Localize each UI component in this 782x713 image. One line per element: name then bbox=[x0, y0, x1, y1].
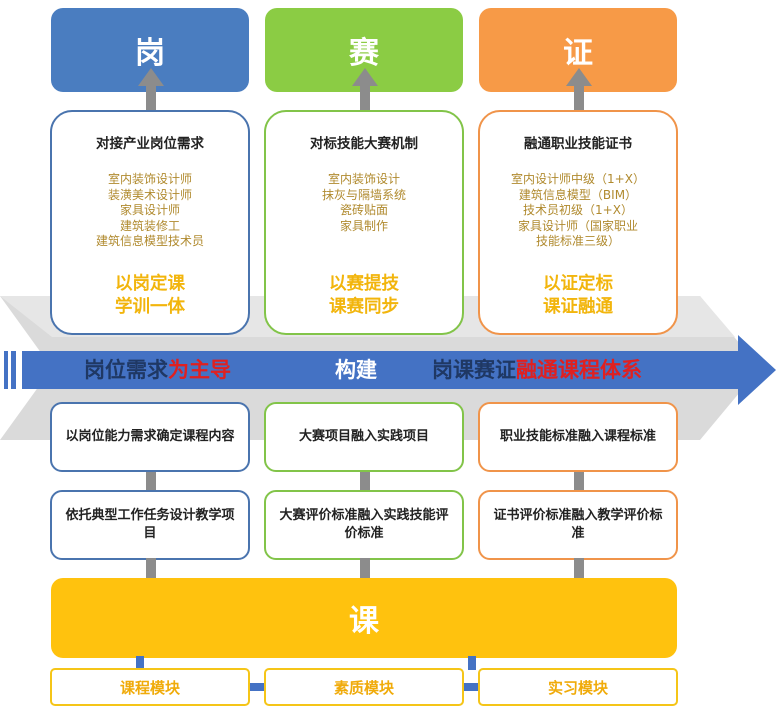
module-quality: 素质模块 bbox=[264, 668, 464, 706]
row1-box-gang: 以岗位能力需求确定课程内容 bbox=[50, 402, 250, 472]
card-item: 室内设计师中级（1+X） bbox=[511, 172, 645, 186]
row2-text: 依托典型工作任务设计教学项目 bbox=[65, 508, 235, 541]
arrow-up-icon bbox=[138, 68, 164, 114]
card-items: 室内设计师中级（1+X） 建筑信息模型（BIM） 技术员初级（1+X） 家具设计… bbox=[480, 172, 676, 250]
arrow-up-icon bbox=[566, 68, 592, 114]
card-item: 建筑信息模型技术员 bbox=[95, 234, 204, 248]
row1-text: 以岗位能力需求确定课程内容 bbox=[65, 429, 235, 444]
module-label: 实习模块 bbox=[547, 678, 608, 697]
slogan-line: 学训一体 bbox=[115, 297, 185, 317]
slogan-line: 课赛同步 bbox=[329, 297, 399, 317]
card-item: 建筑装修工 bbox=[119, 218, 180, 233]
row2-box-gang: 依托典型工作任务设计教学项目 bbox=[50, 490, 250, 560]
module-course: 课程模块 bbox=[50, 668, 250, 706]
card-item: 技能标准三级） bbox=[535, 234, 620, 248]
card-slogan: 以证定标 课证融通 bbox=[480, 273, 676, 319]
top-box-label: 岗 bbox=[135, 36, 165, 71]
banner-dark-text: 岗位需求 bbox=[84, 358, 168, 382]
module-label: 课程模块 bbox=[119, 678, 180, 697]
connector-bar bbox=[146, 470, 156, 492]
banner-part-2: 构建 bbox=[335, 358, 377, 382]
card-zheng: 融通职业技能证书 室内设计师中级（1+X） 建筑信息模型（BIM） 技术员初级（… bbox=[478, 110, 678, 335]
module-label: 素质模块 bbox=[333, 678, 394, 697]
banner-red-text: 为主导 bbox=[168, 358, 231, 382]
bottom-box-ke: 课 bbox=[51, 578, 677, 658]
row2-text: 大赛评价标准融入实践技能评价标准 bbox=[279, 508, 449, 541]
top-box-label: 赛 bbox=[349, 36, 379, 71]
card-item: 家具制作 bbox=[339, 218, 388, 233]
card-item: 室内装饰设计师 bbox=[107, 172, 192, 186]
card-items: 室内装饰设计师 装潢美术设计师 家具设计师 建筑装修工 建筑信息模型技术员 bbox=[52, 172, 248, 250]
slogan-line: 以证定标 bbox=[543, 274, 613, 294]
top-box-label: 证 bbox=[563, 36, 593, 71]
slogan-line: 以赛提技 bbox=[329, 274, 399, 294]
module-internship: 实习模块 bbox=[478, 668, 678, 706]
row1-text: 职业技能标准融入课程标准 bbox=[499, 429, 656, 444]
row1-text: 大赛项目融入实践项目 bbox=[298, 429, 429, 444]
module-connector bbox=[136, 656, 144, 670]
card-slogan: 以岗定课 学训一体 bbox=[52, 273, 248, 319]
banner-part-1: 岗位需求为主导 bbox=[84, 351, 231, 389]
module-connector bbox=[250, 683, 266, 691]
card-item: 抹灰与隔墙系统 bbox=[321, 187, 406, 202]
slogan-line: 以岗定课 bbox=[115, 274, 185, 294]
module-connector bbox=[464, 683, 480, 691]
card-item: 室内装饰设计 bbox=[327, 172, 400, 186]
row1-box-zheng: 职业技能标准融入课程标准 bbox=[478, 402, 678, 472]
card-item: 瓷砖贴面 bbox=[339, 203, 388, 217]
row2-box-zheng: 证书评价标准融入教学评价标准 bbox=[478, 490, 678, 560]
banner-text: 岗位需求为主导 构建 岗课赛证融通课程体系 bbox=[0, 351, 782, 389]
card-title: 融通职业技能证书 bbox=[524, 136, 632, 152]
connector-bar bbox=[574, 470, 584, 492]
banner-part-3: 岗课赛证融通课程体系 bbox=[432, 351, 642, 389]
card-item: 装潢美术设计师 bbox=[107, 187, 192, 202]
row1-box-sai: 大赛项目融入实践项目 bbox=[264, 402, 464, 472]
card-sai: 对标技能大赛机制 室内装饰设计 抹灰与隔墙系统 瓷砖贴面 家具制作 以赛提技 课… bbox=[264, 110, 464, 335]
connector-bar bbox=[360, 470, 370, 492]
card-items: 室内装饰设计 抹灰与隔墙系统 瓷砖贴面 家具制作 bbox=[266, 172, 462, 234]
bottom-box-label: 课 bbox=[349, 604, 379, 639]
card-item: 技术员初级（1+X） bbox=[523, 203, 633, 217]
row2-box-sai: 大赛评价标准融入实践技能评价标准 bbox=[264, 490, 464, 560]
top-box-zheng: 证 bbox=[479, 8, 677, 92]
banner-arrow bbox=[4, 335, 776, 405]
card-gang: 对接产业岗位需求 室内装饰设计师 装潢美术设计师 家具设计师 建筑装修工 建筑信… bbox=[50, 110, 250, 335]
card-slogan: 以赛提技 课赛同步 bbox=[266, 273, 462, 319]
banner-dark-text: 岗课赛证 bbox=[432, 358, 516, 382]
card-item: 家具设计师 bbox=[119, 203, 180, 217]
module-connector bbox=[468, 656, 476, 670]
card-title: 对接产业岗位需求 bbox=[96, 136, 204, 152]
card-item: 建筑信息模型（BIM） bbox=[518, 187, 638, 202]
row2-text: 证书评价标准融入教学评价标准 bbox=[493, 508, 663, 541]
arrow-up-icon bbox=[352, 68, 378, 114]
card-item: 家具设计师（国家职业 bbox=[517, 218, 638, 233]
slogan-line: 课证融通 bbox=[543, 297, 613, 317]
banner-red-text: 融通课程体系 bbox=[516, 358, 642, 382]
card-title: 对标技能大赛机制 bbox=[310, 136, 418, 152]
